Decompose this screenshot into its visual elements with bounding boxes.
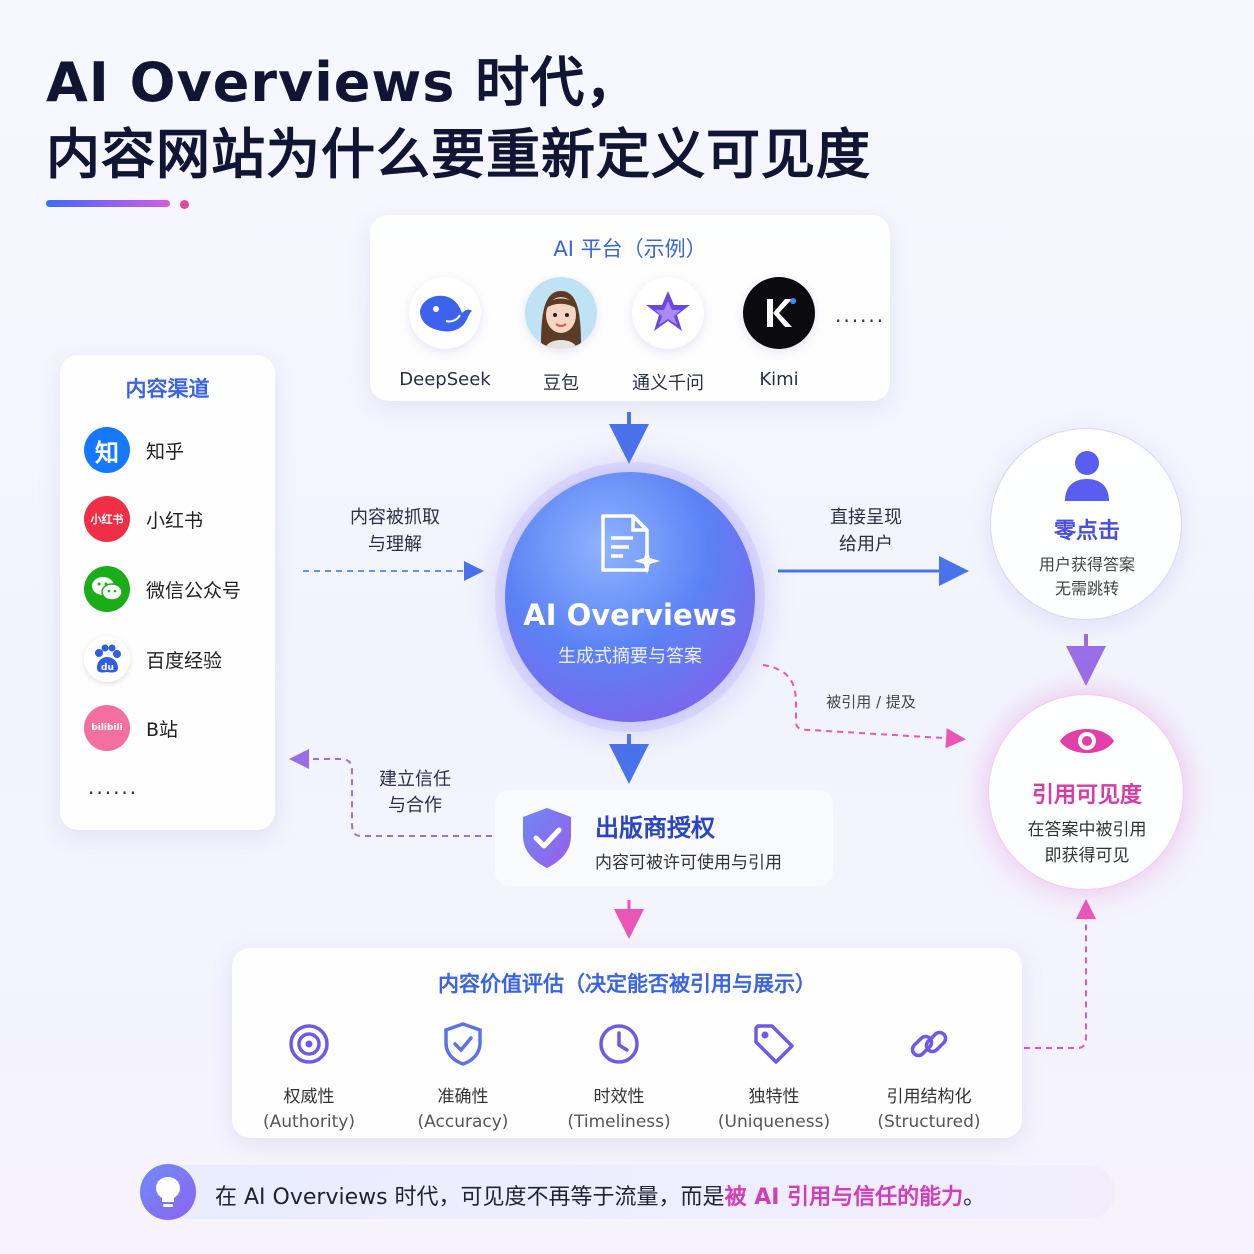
citation-visibility-node[interactable]: 引用可见度 在答案中被引用 即获得可见 xyxy=(988,694,1184,890)
channel-zhihu[interactable]: 知 知乎 xyxy=(84,426,184,474)
publisher-subtitle: 内容可被许可使用与引用 xyxy=(595,848,782,873)
avatar-icon xyxy=(525,277,597,349)
document-sparkle-icon xyxy=(597,512,663,582)
channel-label: 小红书 xyxy=(146,506,203,533)
channel-label: 知乎 xyxy=(146,437,184,464)
channel-baidu[interactable]: du 百度经验 xyxy=(84,635,222,683)
label-cited: 被引用 / 提及 xyxy=(806,691,936,712)
summary-banner: 在 AI Overviews 时代，可见度不再等于流量，而是被 AI 引用与信任… xyxy=(140,1165,1115,1219)
tag-icon xyxy=(699,1020,849,1068)
platform-label: 豆包 xyxy=(506,369,616,395)
eye-icon xyxy=(1058,723,1116,763)
value-item-accuracy: 准确性 (Accuracy) xyxy=(388,1020,538,1132)
value-item-structured: 引用结构化 (Structured) xyxy=(854,1020,1004,1132)
content-value-title: 内容价值评估（决定能否被引用与展示） xyxy=(232,968,1022,998)
value-zh: 引用结构化 xyxy=(854,1082,1004,1107)
value-en: (Accuracy) xyxy=(388,1112,538,1132)
platform-label: 通义千问 xyxy=(613,369,723,395)
clock-icon xyxy=(544,1020,694,1068)
label-crawl-2: 与理解 xyxy=(335,530,455,556)
ai-overviews-hub[interactable]: AI Overviews 生成式摘要与答案 xyxy=(505,472,755,722)
value-item-uniqueness: 独特性 (Uniqueness) xyxy=(699,1020,849,1132)
channel-bilibili[interactable]: bilibili B站 xyxy=(84,704,178,752)
channel-label: 微信公众号 xyxy=(146,576,241,603)
channel-label: 百度经验 xyxy=(146,646,222,673)
zhihu-icon: 知 xyxy=(84,427,130,473)
shield-check-icon xyxy=(388,1020,538,1068)
content-channels-title: 内容渠道 xyxy=(60,373,275,403)
platform-doubao[interactable]: 豆包 xyxy=(506,277,616,395)
value-en: (Timeliness) xyxy=(544,1112,694,1132)
banner-text: 在 AI Overviews 时代，可见度不再等于流量，而是被 AI 引用与信任… xyxy=(215,1179,985,1211)
center-subtitle: 生成式摘要与答案 xyxy=(505,642,755,668)
value-zh: 时效性 xyxy=(544,1082,694,1107)
platform-label: Kimi xyxy=(724,369,834,390)
ai-platforms-title: AI 平台（示例） xyxy=(370,233,890,263)
platforms-more: ...... xyxy=(835,303,885,327)
citation-title: 引用可见度 xyxy=(989,777,1185,809)
kimi-logo-icon xyxy=(743,277,815,349)
zero-click-desc-2: 无需跳转 xyxy=(991,575,1183,599)
value-item-timeliness: 时效性 (Timeliness) xyxy=(544,1020,694,1132)
publisher-licensing[interactable]: 出版商授权 内容可被许可使用与引用 xyxy=(495,790,833,886)
lightbulb-icon xyxy=(140,1164,196,1220)
channel-xiaohongshu[interactable]: 小红书 小红书 xyxy=(84,495,203,543)
center-title: AI Overviews xyxy=(505,598,755,632)
content-channels-card: 内容渠道 知 知乎 小红书 小红书 微信公众号 du 百度经验 bilibili… xyxy=(60,355,275,830)
value-en: (Authority) xyxy=(234,1112,384,1132)
value-en: (Structured) xyxy=(854,1112,1004,1132)
ai-platforms-card: AI 平台（示例） DeepSeek 豆包 通义千问 Kimi ...... xyxy=(370,215,890,401)
citation-desc-1: 在答案中被引用 xyxy=(989,815,1185,840)
label-crawl-1: 内容被抓取 xyxy=(335,503,455,529)
zero-click-title: 零点击 xyxy=(991,513,1183,545)
citation-desc-2: 即获得可见 xyxy=(989,841,1185,866)
star-logo-icon xyxy=(632,277,704,349)
banner-text-emphasis: 被 AI 引用与信任的能力 xyxy=(725,1185,964,1210)
value-item-authority: 权威性 (Authority) xyxy=(234,1020,384,1132)
target-icon xyxy=(234,1020,384,1068)
label-present-2: 给用户 xyxy=(806,530,926,556)
whale-icon xyxy=(409,277,481,349)
publisher-title: 出版商授权 xyxy=(595,808,715,843)
shield-check-icon xyxy=(519,806,575,874)
baidu-paw-icon: du xyxy=(84,636,130,682)
content-value-card: 内容价值评估（决定能否被引用与展示） 权威性 (Authority) 准确性 (… xyxy=(232,948,1022,1138)
value-zh: 独特性 xyxy=(699,1082,849,1107)
value-zh: 权威性 xyxy=(234,1082,384,1107)
link-icon xyxy=(854,1020,1004,1068)
baidu-badge-text: du xyxy=(101,663,114,673)
arrow-value-to-cite xyxy=(1024,905,1086,1048)
banner-text-before: 在 AI Overviews 时代，可见度不再等于流量，而是 xyxy=(215,1185,725,1210)
platform-label: DeepSeek xyxy=(390,369,500,390)
bilibili-icon: bilibili xyxy=(84,705,130,751)
label-trust-1: 建立信任 xyxy=(355,765,475,791)
platform-kimi[interactable]: Kimi xyxy=(724,277,834,390)
user-icon xyxy=(1063,449,1111,507)
wechat-icon xyxy=(84,566,130,612)
banner-text-after: 。 xyxy=(963,1185,985,1210)
platform-deepseek[interactable]: DeepSeek xyxy=(390,277,500,390)
channel-wechat[interactable]: 微信公众号 xyxy=(84,565,241,613)
label-trust-2: 与合作 xyxy=(355,791,475,817)
xiaohongshu-icon: 小红书 xyxy=(84,496,130,542)
value-en: (Uniqueness) xyxy=(699,1112,849,1132)
channels-more: ...... xyxy=(88,775,138,799)
zero-click-node[interactable]: 零点击 用户获得答案 无需跳转 xyxy=(990,428,1182,620)
label-present-1: 直接呈现 xyxy=(806,503,926,529)
zero-click-desc-1: 用户获得答案 xyxy=(991,551,1183,575)
value-zh: 准确性 xyxy=(388,1082,538,1107)
platform-tongyi[interactable]: 通义千问 xyxy=(613,277,723,395)
channel-label: B站 xyxy=(146,715,178,742)
